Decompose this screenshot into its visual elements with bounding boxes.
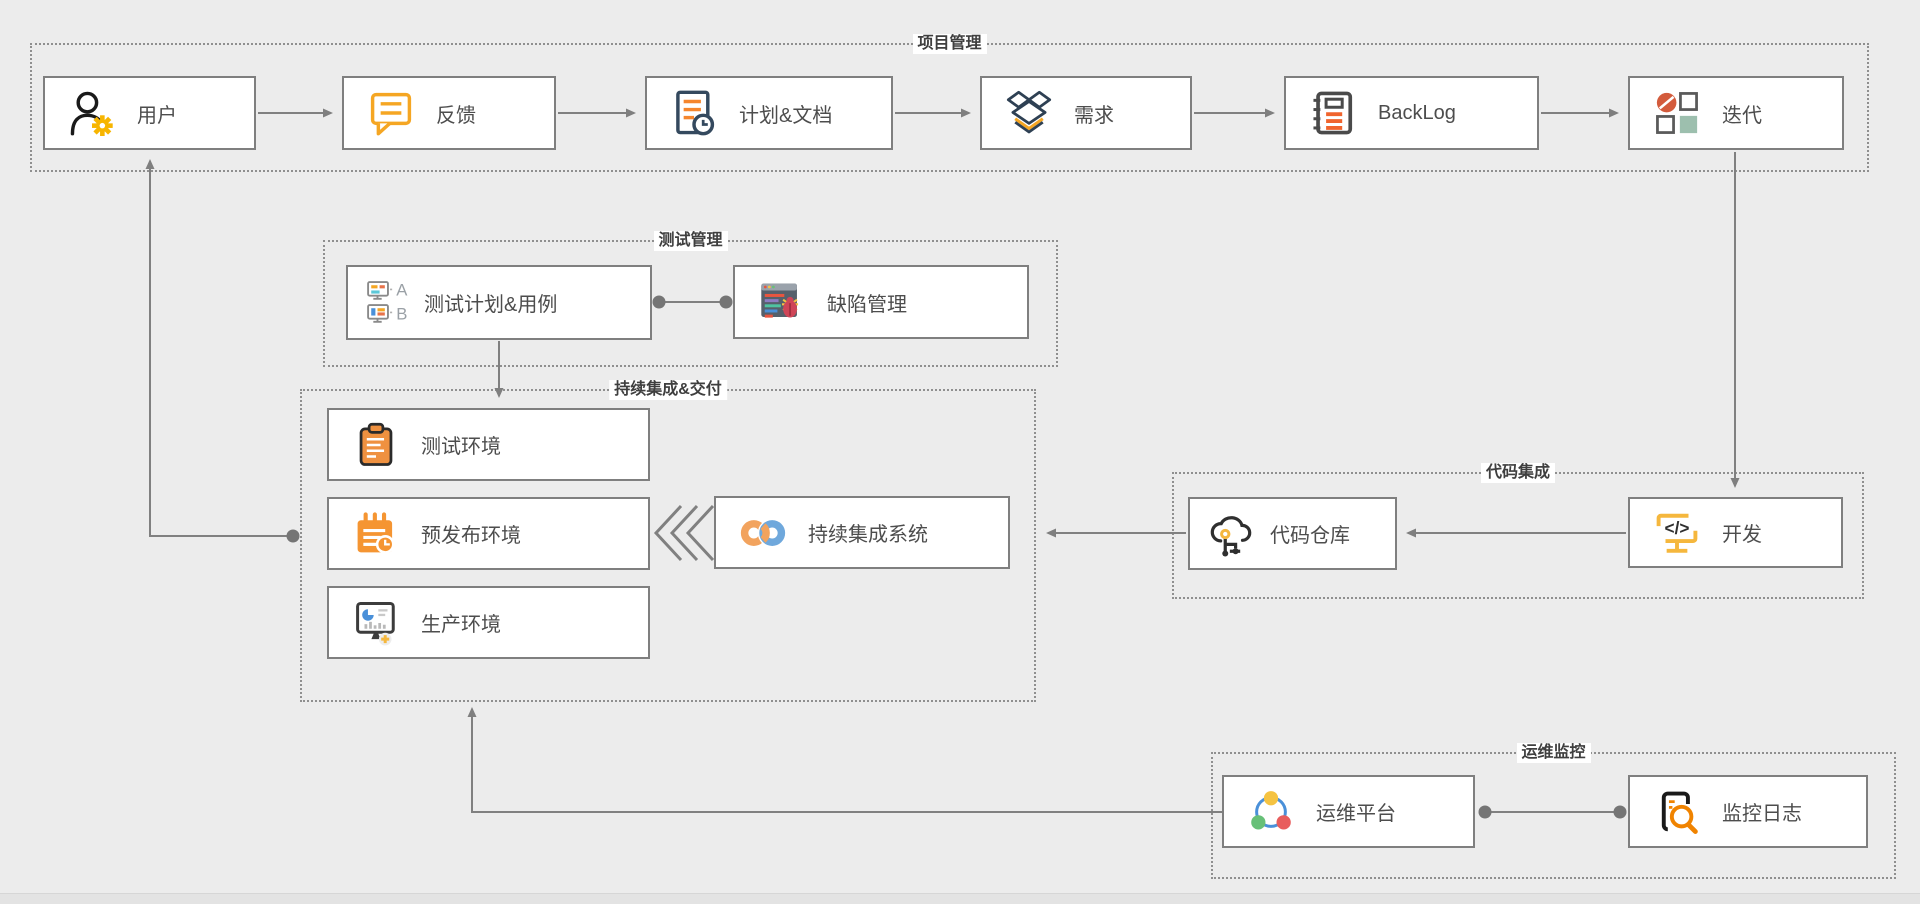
group-label-ci: 持续集成&交付 [609,380,727,400]
svg-text:B: B [396,304,407,323]
iteration-grid-icon [1652,88,1702,138]
bottom-edge [0,893,1920,904]
group-ci-delivery: 持续集成&交付 [300,380,1036,702]
ab-test-monitors-icon: A B [364,278,414,328]
node-backlog[interactable]: BackLog [1284,76,1539,150]
node-production-env[interactable]: 生产环境 [327,586,650,659]
node-iteration[interactable]: 迭代 [1628,76,1844,150]
cloud-branch-icon [1206,509,1256,559]
svg-text:</>: </> [1665,518,1690,538]
group-label-code: 代码集成 [1480,463,1556,483]
node-requirement[interactable]: 需求 [980,76,1192,150]
node-label: 测试计划&用例 [424,294,558,316]
node-ops-platform[interactable]: 运维平台 [1222,775,1475,848]
group-label-ops: 运维监控 [1516,743,1591,763]
node-label: 迭代 [1722,104,1762,127]
group-ops-monitoring: 运维监控 [1211,743,1896,879]
node-label: 开发 [1722,524,1762,546]
node-ci-system[interactable]: 持续集成系统 [714,496,1010,569]
feedback-bubble-icon [366,88,416,138]
wire-ci-to-user [145,159,293,537]
user-gear-icon [67,88,117,138]
calendar-clock-icon [351,509,401,559]
node-test-plan-cases[interactable]: A B 测试计划&用例 [346,265,652,340]
node-test-env[interactable]: 测试环境 [327,408,650,481]
plan-doc-clock-icon [669,88,719,138]
node-plan-docs[interactable]: 计划&文档 [645,76,893,150]
group-project-management: 项目管理 [30,34,1869,172]
node-label: 缺陷管理 [827,293,907,316]
node-user[interactable]: 用户 [43,76,256,150]
node-code-repo[interactable]: 代码仓库 [1188,497,1397,570]
group-code-integration: 代码集成 [1172,463,1864,599]
node-label: 生产环境 [421,614,501,636]
log-search-icon [1652,787,1702,837]
node-label: 测试环境 [421,436,501,458]
node-label: 反馈 [436,104,476,127]
node-label: 用户 [137,104,177,127]
node-pre-release-env[interactable]: 预发布环境 [327,497,650,570]
infinity-loop-icon [738,508,788,558]
bug-window-icon [757,277,807,327]
node-label: BackLog [1378,101,1456,124]
node-label: 预发布环境 [421,525,521,547]
wire-opsplat-to-ci [467,707,1222,813]
node-feedback[interactable]: 反馈 [342,76,556,150]
group-test-management: 测试管理 [323,231,1058,367]
monitor-chart-plus-icon [351,598,401,648]
node-monitor-logs[interactable]: 监控日志 [1628,775,1868,848]
node-label: 计划&文档 [739,104,833,127]
group-label-test: 测试管理 [653,231,728,251]
group-label-project: 项目管理 [912,34,987,54]
node-dev[interactable]: </> 开发 [1628,497,1843,568]
requirement-box-icon [1004,88,1054,138]
clipboard-icon [351,420,401,470]
node-label: 监控日志 [1722,803,1802,825]
node-defect-management[interactable]: 缺陷管理 [733,265,1029,339]
code-monitor-icon: </> [1652,508,1702,558]
svg-text:A: A [396,280,408,299]
node-label: 代码仓库 [1270,525,1350,547]
node-label: 持续集成系统 [808,524,928,546]
tri-node-icon [1246,787,1296,837]
node-label: 运维平台 [1316,803,1396,825]
node-label: 需求 [1074,104,1114,127]
backlog-notebook-icon [1308,88,1358,138]
